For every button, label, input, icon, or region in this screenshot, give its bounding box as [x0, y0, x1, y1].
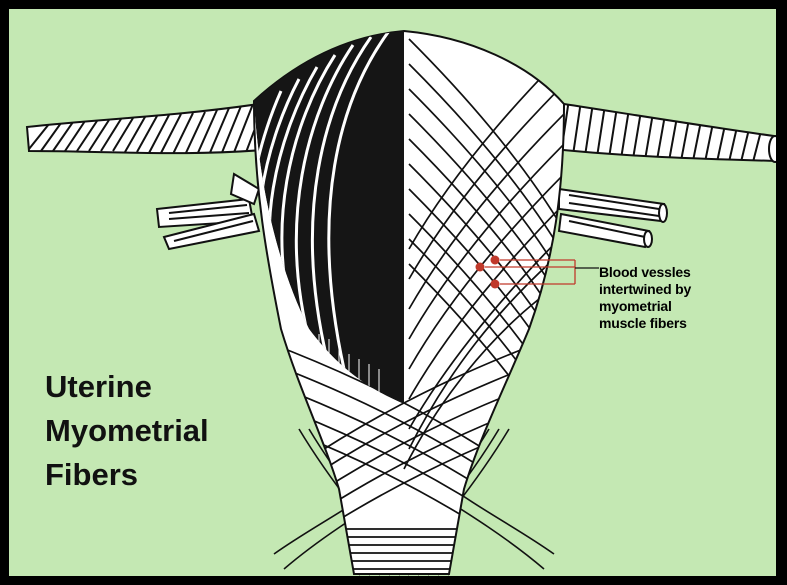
title-line: Uterine: [45, 365, 209, 409]
right-ligaments: [559, 189, 667, 247]
title-line: Myometrial: [45, 409, 209, 453]
callout-line: Blood vessles: [599, 264, 691, 281]
uterus-body: [250, 31, 569, 574]
callout-line: muscle fibers: [599, 315, 691, 332]
diagram-title: Uterine Myometrial Fibers: [45, 365, 209, 497]
diagram-panel: Blood vessles intertwined by myometrial …: [9, 9, 776, 576]
left-ligaments: [157, 174, 259, 249]
right-fallopian-tube: [554, 99, 776, 162]
title-line: Fibers: [45, 453, 209, 497]
left-fallopian-tube: [27, 102, 274, 155]
blood-vessels-callout: Blood vessles intertwined by myometrial …: [599, 264, 691, 332]
callout-line: intertwined by: [599, 281, 691, 298]
callout-line: myometrial: [599, 298, 691, 315]
